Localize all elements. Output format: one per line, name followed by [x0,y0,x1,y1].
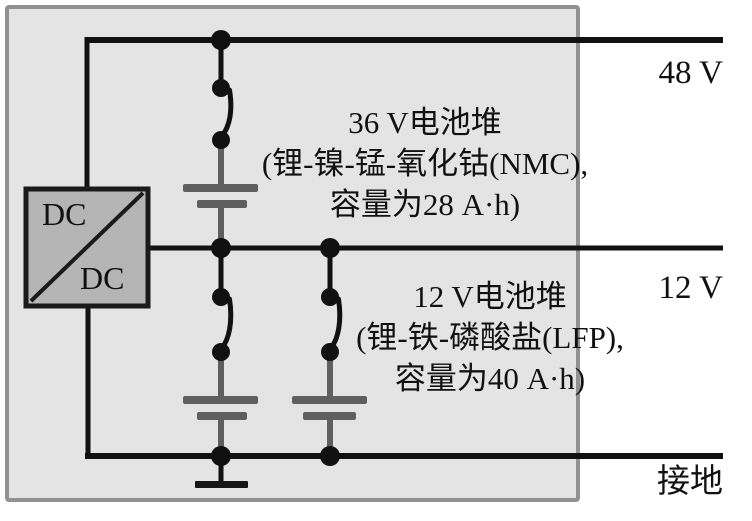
junction-dot-gnd-b [320,446,340,466]
dcdc-label-bottom: DC [80,260,125,296]
stack-12v-chemistry: (锂-铁-磷酸盐(LFP), [356,320,624,355]
battery-plate-long [183,184,258,192]
switch-blade [219,296,234,351]
switch-contact-dot [212,79,230,97]
stack-36v-capacity: 容量为28 A·h) [329,187,521,222]
switch-contact-dot [321,343,339,361]
battery-plate-short [303,412,356,420]
switch-contact-dot [212,131,230,149]
dcdc-label-top: DC [42,196,87,232]
stack-12v-title: 12 V电池堆 [413,279,567,314]
rail-12v-label: 12 V [658,270,724,306]
switch-blade [219,87,234,139]
junction-dot-48v [211,30,231,50]
switch-12v-a-icon [212,288,234,361]
switch-blade [328,296,343,351]
dcdc-diagonal-line [29,191,145,303]
stack-36v-title: 36 V电池堆 [348,105,502,140]
ground-icon [195,456,248,488]
junction-dot-12v-a [211,238,231,258]
ground-rail-label: 接地 [657,464,723,500]
battery-plate-long [292,396,367,404]
dcdc-converter-box [23,186,151,309]
stack-36v-caption: 36 V电池堆 (锂-镍-锰-氧化钴(NMC), 容量为28 A·h) [215,102,635,225]
stack-36v-chemistry: (锂-镍-锰-氧化钴(NMC), [261,146,589,181]
battery-plate-long [183,396,258,404]
junction-dot-12v-b [320,238,340,258]
battery-plate-short [197,200,247,208]
stack-12v-capacity: 容量为40 A·h) [394,361,586,396]
switch-contact-dot [212,288,230,306]
switch-36v-icon [212,79,234,149]
rail-48v-label: 48 V [658,55,724,91]
ground-bar [195,481,248,488]
switch-contact-dot [321,288,339,306]
switch-12v-b-icon [321,288,343,361]
battery-plate-short [197,412,247,420]
battery-12v-a-icon [183,356,258,454]
stack-12v-caption: 12 V电池堆 (锂-铁-磷酸盐(LFP), 容量为40 A·h) [320,276,660,399]
switch-contact-dot [212,343,230,361]
